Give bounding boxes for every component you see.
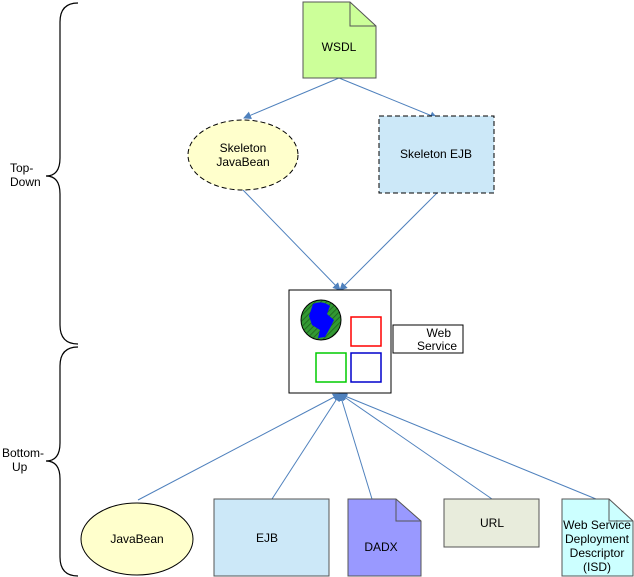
isd-node: Web Service Deployment Descriptor (ISD) — [561, 498, 634, 577]
bottom-up-label-line2: Up — [12, 460, 28, 474]
dadx-label: DADX — [364, 540, 397, 554]
blue-square-icon — [350, 352, 382, 383]
top-down-brace — [45, 2, 79, 345]
isd-label-line3: Descriptor — [570, 546, 625, 560]
isd-label-line4: (ISD) — [583, 560, 611, 574]
wsdl-label: WSDL — [322, 40, 357, 54]
skeleton-ejb-node: Skeleton EJB — [378, 115, 495, 194]
skeleton-javabean-ellipse — [187, 119, 299, 191]
arrow-wsdl-to-skeleton-ejb — [338, 77, 438, 120]
javabean-ellipse — [80, 502, 194, 576]
dadx-node: DADX — [347, 498, 422, 577]
green-square-icon — [315, 352, 347, 383]
dadx-document-shape — [347, 498, 422, 577]
isd-page-fold — [608, 499, 633, 522]
ejb-node: EJB — [213, 498, 330, 577]
skeleton-javabean-node: Skeleton JavaBean — [187, 119, 299, 191]
top-down-label-line2: Down — [10, 175, 41, 189]
skeleton-javabean-label-line2: JavaBean — [216, 155, 269, 169]
wsdl-page-fold — [349, 2, 376, 27]
url-label: URL — [480, 516, 504, 530]
dadx-page-fold — [395, 499, 421, 522]
isd-label-line2: Deployment — [565, 532, 630, 546]
ejb-label: EJB — [256, 531, 278, 545]
bottom-up-label-line1: Bottom- — [2, 446, 44, 460]
arrow-url-to-web-service — [339, 393, 493, 500]
javabean-node: JavaBean — [80, 502, 194, 576]
red-square-icon — [350, 316, 382, 347]
arrow-wsdl-to-skeleton-javabean — [243, 77, 340, 119]
globe-icon — [300, 299, 342, 341]
arrows — [137, 77, 597, 501]
web-service-node: Web Service — [288, 289, 464, 394]
javabean-label: JavaBean — [110, 532, 163, 546]
web-service-label-line1: Web — [427, 326, 452, 340]
arrow-skeleton-ejb-to-web-service — [339, 192, 438, 291]
arrow-skeleton-javabean-to-web-service — [242, 189, 341, 291]
arrow-dadx-to-web-service — [338, 393, 373, 500]
skeleton-ejb-box — [378, 115, 495, 194]
wsdl-node: WSDL — [302, 1, 377, 79]
url-node: URL — [443, 498, 540, 548]
isd-document-shape — [561, 498, 634, 577]
arrow-ejb-to-web-service — [271, 393, 341, 500]
isd-label-line1: Web Service — [563, 518, 631, 532]
top-down-label-line1: Top- — [10, 161, 33, 175]
arrow-javabean-to-web-service — [137, 393, 341, 501]
bottom-up-brace — [45, 346, 79, 577]
ejb-box — [213, 498, 330, 577]
url-box — [443, 498, 540, 548]
arrow-isd-to-web-service — [339, 392, 597, 500]
skeleton-javabean-label-line1: Skeleton — [220, 141, 267, 155]
wsdl-document-shape — [302, 1, 377, 79]
web-service-label-box — [392, 324, 464, 354]
skeleton-ejb-label: Skeleton EJB — [400, 147, 472, 161]
web-service-label-line2: Service — [417, 339, 457, 353]
